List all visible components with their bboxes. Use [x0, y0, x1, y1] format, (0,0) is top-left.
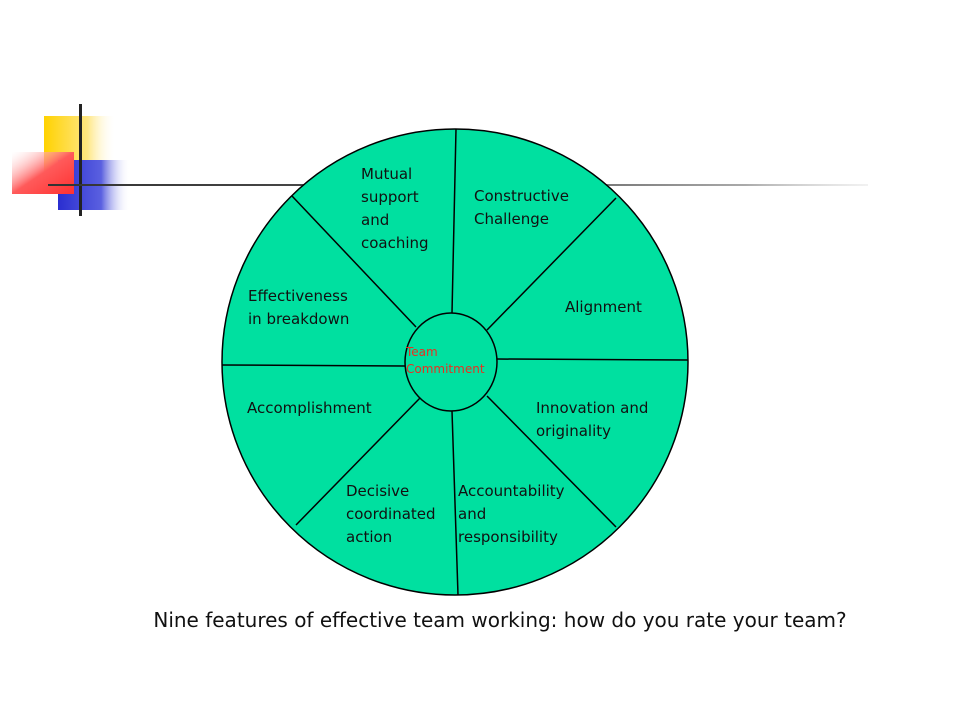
spoke-1	[451, 128, 457, 314]
spoke-7	[221, 364, 406, 367]
spoke-6	[295, 397, 421, 526]
segment-label-alignment: Alignment	[565, 298, 642, 316]
segment-label-mutual-support: Mutual support and coaching	[361, 165, 429, 252]
red-square	[12, 152, 74, 194]
segment-label-constructive-challenge: Constructive Challenge	[474, 187, 569, 228]
segment-label-effectiveness: Effectiveness in breakdown	[248, 287, 350, 328]
spoke-2	[486, 197, 617, 331]
center-label-team-commitment: Team Commitment	[406, 345, 485, 376]
segment-label-accountability: Accountability and responsibility	[458, 482, 565, 546]
segment-label-decisive-action: Decisive coordinated action	[346, 482, 436, 546]
spoke-5	[451, 410, 459, 596]
vertical-rule	[79, 104, 82, 216]
segment-label-accomplishment: Accomplishment	[247, 399, 372, 417]
spoke-8	[291, 195, 417, 328]
spoke-4	[486, 395, 617, 528]
slide-caption: Nine features of effective team working:…	[153, 608, 847, 632]
segment-label-innovation: Innovation and originality	[536, 399, 649, 440]
center-hub	[404, 312, 498, 412]
spoke-3	[496, 358, 689, 361]
